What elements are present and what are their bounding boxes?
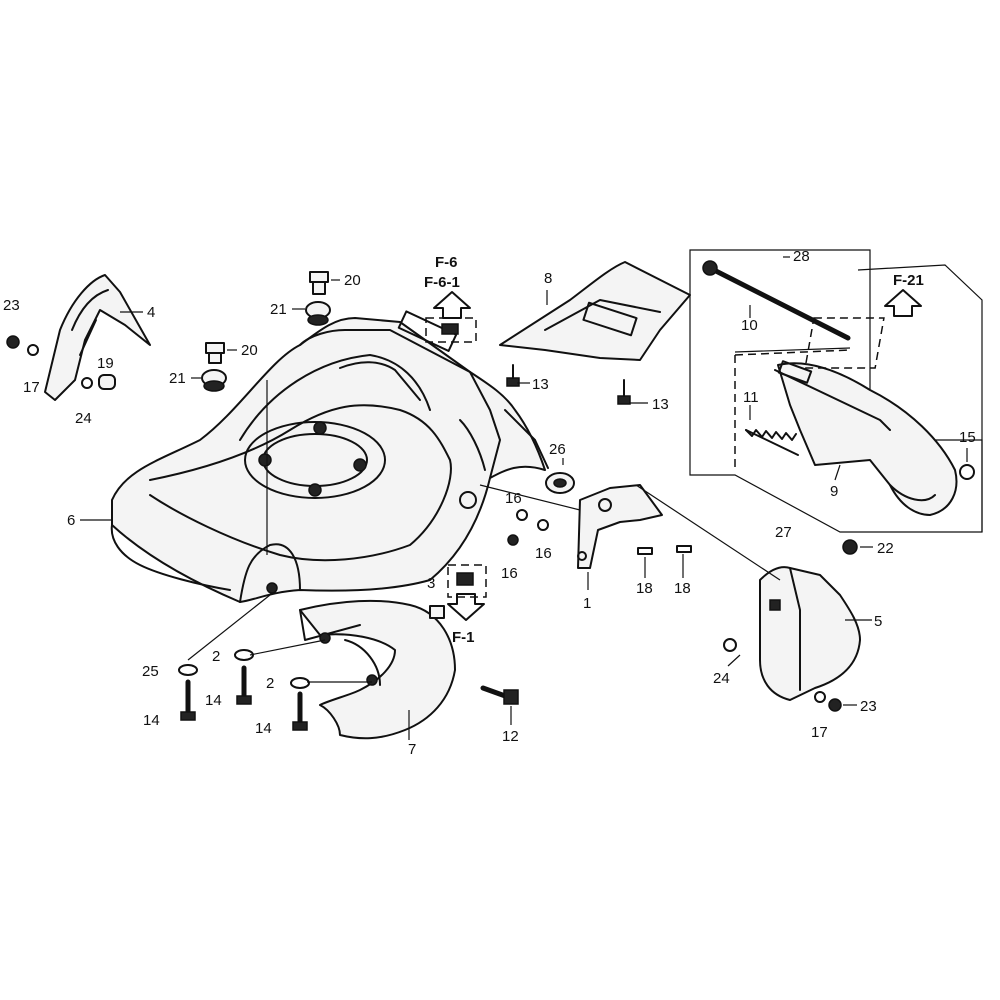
blade-cover [299, 599, 456, 740]
callout-8: 8 [544, 270, 552, 287]
grass-bag-frame-box [689, 249, 983, 533]
callout-23-left: 23 [3, 297, 20, 314]
callout-13-left: 13 [532, 376, 549, 393]
callout-3: 3 [427, 575, 435, 592]
callout-2-lower: 2 [266, 675, 274, 692]
callout-1: 1 [583, 595, 591, 612]
mower-deck [110, 310, 549, 603]
ref-f6-1: F-6-1 [424, 274, 460, 291]
callout-20-left: 20 [241, 342, 258, 359]
callout-6: 6 [67, 512, 75, 529]
callout-14-c: 14 [255, 720, 272, 737]
ref-f21: F-21 [893, 272, 924, 289]
spring [745, 429, 799, 456]
callout-9: 9 [830, 483, 838, 500]
rear-shield-left [44, 274, 151, 401]
callout-24-left: 24 [75, 410, 92, 427]
callout-14-a: 14 [143, 712, 160, 729]
reference-labels: F-6 F-6-1 F-1 F-21 [424, 254, 924, 646]
callout-labels: 1 2 2 3 4 5 6 7 8 9 10 11 12 13 13 14 14… [3, 248, 976, 758]
callout-20-top: 20 [344, 272, 361, 289]
mulching-deflector [774, 360, 958, 516]
leader-lines [80, 256, 968, 740]
callout-4: 4 [147, 304, 155, 321]
callout-22: 22 [877, 540, 894, 557]
ref-f6: F-6 [435, 254, 458, 271]
callout-13-right: 13 [652, 396, 669, 413]
callout-17-right: 17 [811, 724, 828, 741]
callout-18-a: 18 [636, 580, 653, 597]
callout-16-c: 16 [501, 565, 518, 582]
callout-21-top: 21 [270, 301, 287, 318]
side-cover [759, 566, 861, 701]
cover-part-8 [499, 261, 691, 361]
callout-7: 7 [408, 741, 416, 758]
callout-2-upper: 2 [212, 648, 220, 665]
reference-arrows [425, 289, 922, 621]
callout-28: 28 [793, 248, 810, 265]
callout-27: 27 [775, 524, 792, 541]
callout-23-right: 23 [860, 698, 877, 715]
callout-11: 11 [743, 389, 759, 406]
callout-12: 12 [502, 728, 519, 745]
ref-f1: F-1 [452, 629, 475, 646]
callout-14-b: 14 [205, 692, 222, 709]
bearing [545, 472, 575, 494]
callout-16-a: 16 [505, 490, 522, 507]
callout-5: 5 [874, 613, 882, 630]
fasteners [6, 271, 975, 731]
bracket-part-1 [577, 484, 663, 569]
callout-19: 19 [97, 355, 114, 372]
callout-16-b: 16 [535, 545, 552, 562]
callout-21-left: 21 [169, 370, 186, 387]
callout-15: 15 [959, 429, 976, 446]
callout-24-right: 24 [713, 670, 730, 687]
callout-26: 26 [549, 441, 566, 458]
f21-marker [804, 317, 885, 369]
callout-18-b: 18 [674, 580, 691, 597]
frame-rod [702, 260, 851, 341]
callout-10: 10 [741, 317, 758, 334]
callout-17-left: 17 [23, 379, 40, 396]
callout-25: 25 [142, 663, 159, 680]
